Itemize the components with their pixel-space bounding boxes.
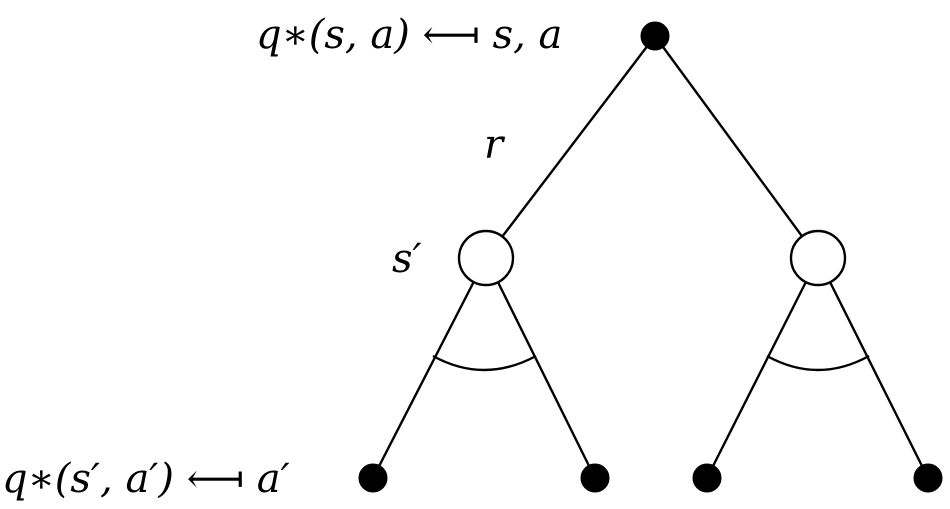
leaf-action-node-1 bbox=[358, 463, 388, 493]
leaf-action-node-2 bbox=[580, 463, 610, 493]
max-arc-right bbox=[766, 354, 870, 372]
reward-label: r bbox=[484, 122, 506, 168]
edge-left-state-to-leaf-2 bbox=[484, 256, 597, 480]
next-state-label: s′ bbox=[392, 236, 422, 282]
root-label: q∗(s, a) ⟻ s, a bbox=[256, 12, 562, 58]
root-action-node bbox=[640, 21, 670, 51]
next-state-node-right bbox=[789, 229, 847, 287]
edge-root-to-left-state bbox=[484, 34, 657, 260]
max-arc-left bbox=[432, 354, 537, 372]
leaf-action-node-3 bbox=[692, 463, 722, 493]
leaf-label: q∗(s′, a′) ⟻ a′ bbox=[2, 456, 290, 502]
edge-left-state-to-leaf-1 bbox=[371, 256, 488, 480]
edge-root-to-right-state bbox=[653, 34, 820, 260]
edge-right-state-to-leaf-3 bbox=[705, 256, 820, 480]
leaf-action-node-4 bbox=[913, 463, 943, 493]
edge-right-state-to-leaf-4 bbox=[816, 256, 930, 480]
next-state-node-left bbox=[457, 229, 515, 287]
